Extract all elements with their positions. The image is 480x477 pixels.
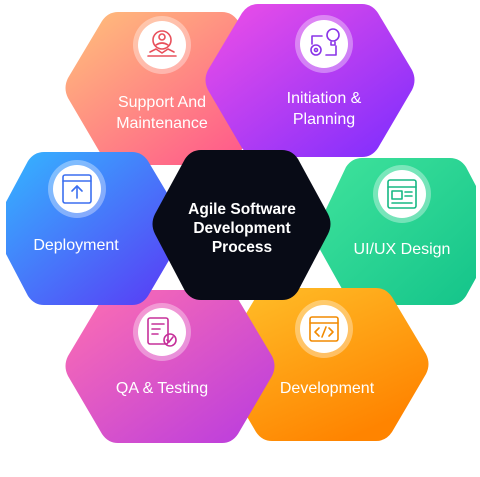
stage-label-line: Initiation & bbox=[287, 90, 362, 107]
center-title-line: Process bbox=[212, 239, 272, 256]
stage-label-line: UI/UX Design bbox=[354, 241, 451, 258]
stage-deployment: Deployment bbox=[6, 152, 185, 305]
stage-initiation-planning: Initiation & Planning bbox=[205, 4, 415, 157]
stage-qa-testing: QA & Testing bbox=[65, 290, 275, 443]
code-window-icon bbox=[309, 316, 339, 342]
ui-wireframe-icon bbox=[387, 179, 417, 209]
idea-gear-icon bbox=[310, 28, 340, 56]
stage-label-line: Support And bbox=[118, 94, 206, 111]
stage-development: Development bbox=[219, 288, 429, 441]
stage-label-line: Maintenance bbox=[116, 115, 208, 132]
center-title-line: Agile Software bbox=[188, 201, 296, 218]
stage-label-line: Development bbox=[280, 380, 375, 397]
stage-label-line: QA & Testing bbox=[116, 380, 208, 397]
support-handshake-icon bbox=[147, 30, 177, 57]
center-title-line: Development bbox=[193, 220, 290, 237]
qa-badge-icon bbox=[147, 317, 177, 347]
stage-label-line: Planning bbox=[293, 111, 355, 128]
center-hexagon: Agile Software Development Process bbox=[152, 150, 331, 300]
stage-ui-ux-design: UI/UX Design bbox=[315, 158, 476, 305]
stage-label-line: Deployment bbox=[33, 237, 119, 254]
deploy-window-icon bbox=[62, 174, 92, 204]
